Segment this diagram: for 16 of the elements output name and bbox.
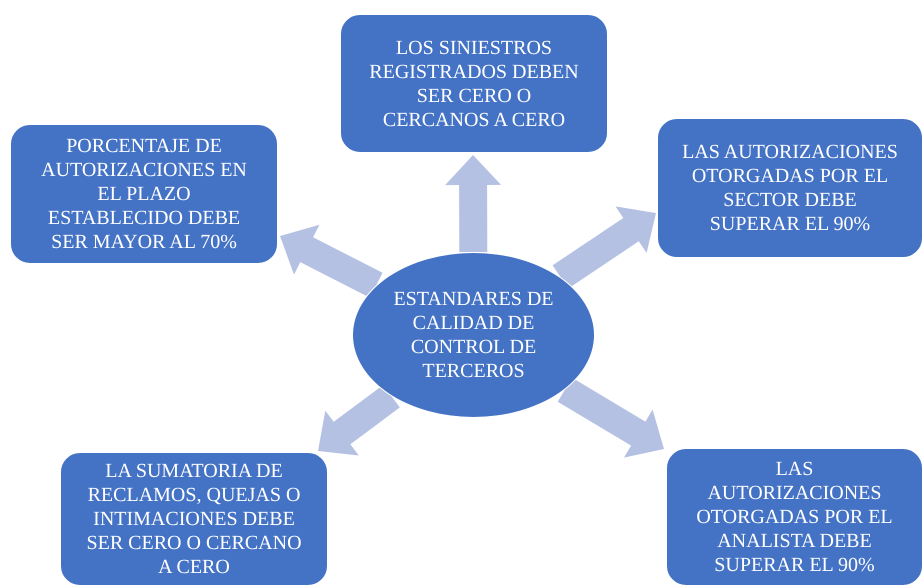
rounded-box — [666, 448, 923, 586]
box-text: PORCENTAJE DE AUTORIZACIONES EN EL PLAZO ESTABLECIDO DEBE SER MAYOR AL 70% — [40, 134, 248, 254]
box-text: LAS AUTORIZACIONES OTORGADAS POR EL ANALISTA DEBE SUPERAR EL 90% — [695, 457, 894, 577]
block-arrow — [280, 224, 383, 298]
block-arrow — [552, 206, 656, 289]
rounded-box — [340, 14, 608, 153]
box-text: LA SUMATORIA DE RECLAMOS, QUEJAS O INTIMACIONES DEBE SER CERO O CERCANO A CERO — [85, 459, 303, 579]
box-text: LAS AUTORIZACIONES OTORGADAS POR EL SECTOR DEBE SUPERAR EL 90% — [681, 140, 899, 236]
rounded-box — [60, 452, 328, 586]
box-text: LOS SINIESTROS REGISTRADOS DEBEN SER CERO O CERCANOS A CERO — [368, 36, 580, 132]
block-arrow — [318, 385, 400, 456]
block-arrow — [445, 155, 502, 252]
rounded-box — [657, 118, 923, 258]
block-arrow — [558, 378, 664, 458]
box-text: ESTANDARES DE CALIDAD DE CONTROL DE TERCEROS — [392, 287, 555, 383]
rounded-box — [10, 124, 278, 264]
